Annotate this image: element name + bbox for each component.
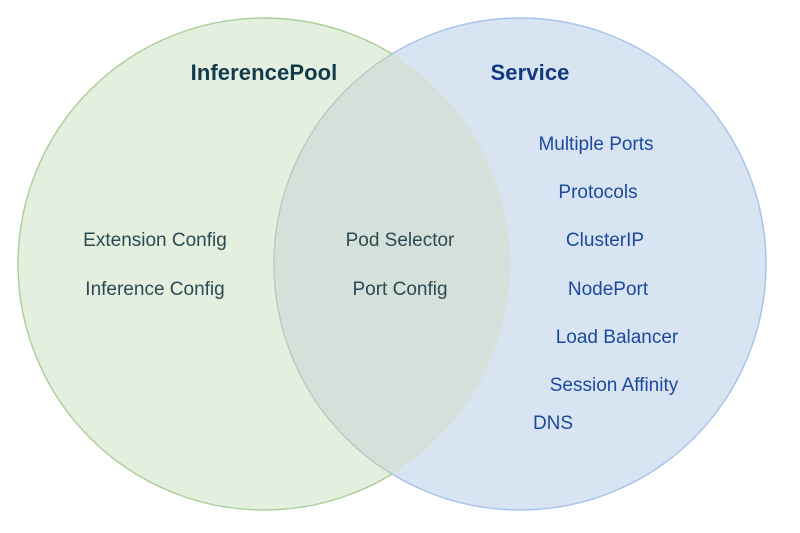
service-item-session-affinity: Session Affinity <box>549 375 679 396</box>
inferencepool-item-extension-config: Extension Config <box>83 230 227 251</box>
shared-item-pod-selector: Pod Selector <box>345 230 455 251</box>
service-item-nodeport: NodePort <box>567 279 649 300</box>
service-item-protocols: Protocols <box>558 182 638 203</box>
service-item-clusterip: ClusterIP <box>565 230 645 251</box>
inferencepool-item-inference-config: Inference Config <box>85 279 225 300</box>
service-item-load-balancer: Load Balancer <box>555 327 679 348</box>
shared-item-port-config: Port Config <box>352 279 448 300</box>
set-title-inferencepool: InferencePool <box>190 60 338 85</box>
set-title-service: Service <box>490 60 570 85</box>
service-item-dns: DNS <box>532 413 574 434</box>
circle-intersection-region <box>273 18 510 510</box>
service-item-multiple-ports: Multiple Ports <box>538 134 654 155</box>
